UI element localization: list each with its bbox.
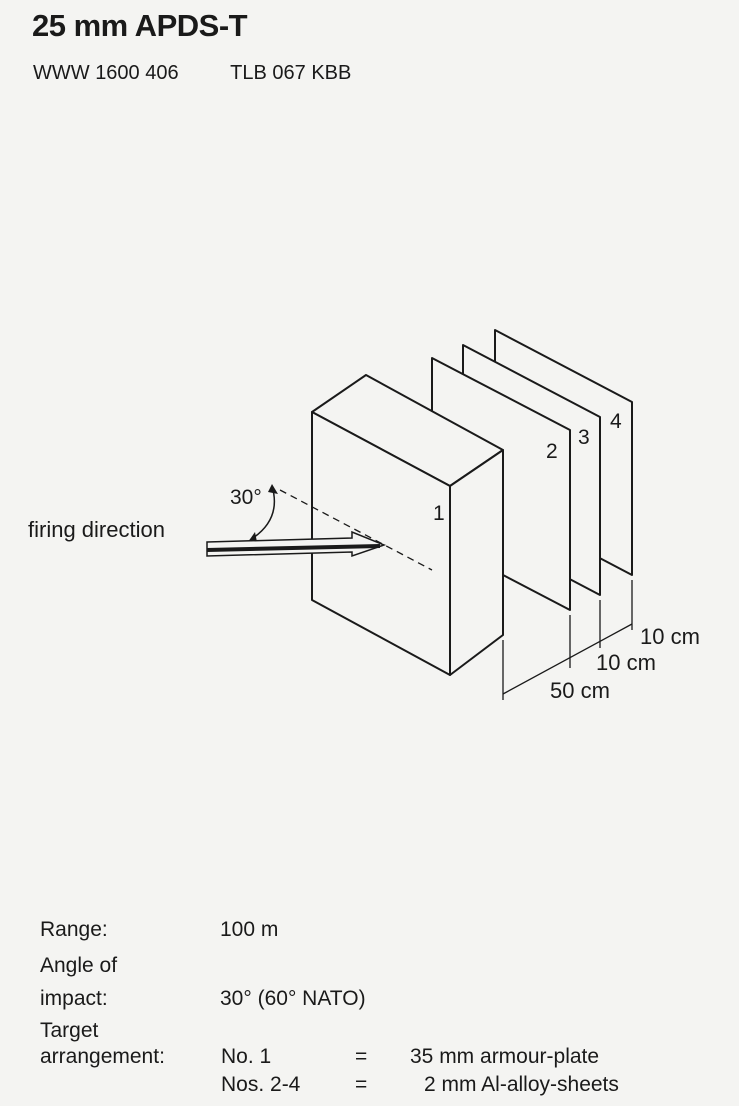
angle-of-impact-label-line2: impact: (40, 987, 108, 1010)
reference-code-2: TLB 067 KBB (230, 62, 352, 84)
target-label-line2: arrangement: (40, 1045, 165, 1068)
target-row-desc: 35 mm armour-plate (410, 1045, 600, 1068)
reference-codes: WWW 1600 406 TLB 067 KBB (33, 62, 351, 85)
plate-label-2: 2 (546, 440, 558, 463)
reference-code-1: WWW 1600 406 (33, 62, 179, 84)
angle-of-impact-value: 30° (60° NATO) (220, 987, 366, 1010)
angle-label: 30° (230, 486, 262, 509)
page-title: 25 mm APDS-T (32, 8, 248, 43)
angle-of-impact-label-line1: Angle of (40, 954, 118, 977)
plate-label-1: 1 (433, 502, 445, 525)
target-row-eq: = (355, 1045, 368, 1068)
armour-plate-side (449, 449, 504, 676)
firing-direction-arrow (206, 530, 387, 558)
dimension-label-1: 10 cm (640, 624, 700, 649)
range-label: Range: (40, 918, 108, 941)
target-row-no: Nos. 2-4 (221, 1073, 301, 1096)
plate-label-4: 4 (610, 410, 622, 433)
range-value: 100 m (220, 918, 279, 941)
target-row-desc: 2 mm Al-alloy-sheets (424, 1073, 619, 1096)
dimension-label-2: 10 cm (596, 650, 656, 675)
dimension-label-3: 50 cm (550, 678, 610, 703)
firing-direction-label: firing direction (28, 517, 165, 542)
plate-label-3: 3 (578, 426, 590, 449)
target-label-line1: Target (40, 1019, 99, 1042)
target-row-no: No. 1 (221, 1045, 272, 1068)
target-row-eq: = (355, 1073, 368, 1096)
